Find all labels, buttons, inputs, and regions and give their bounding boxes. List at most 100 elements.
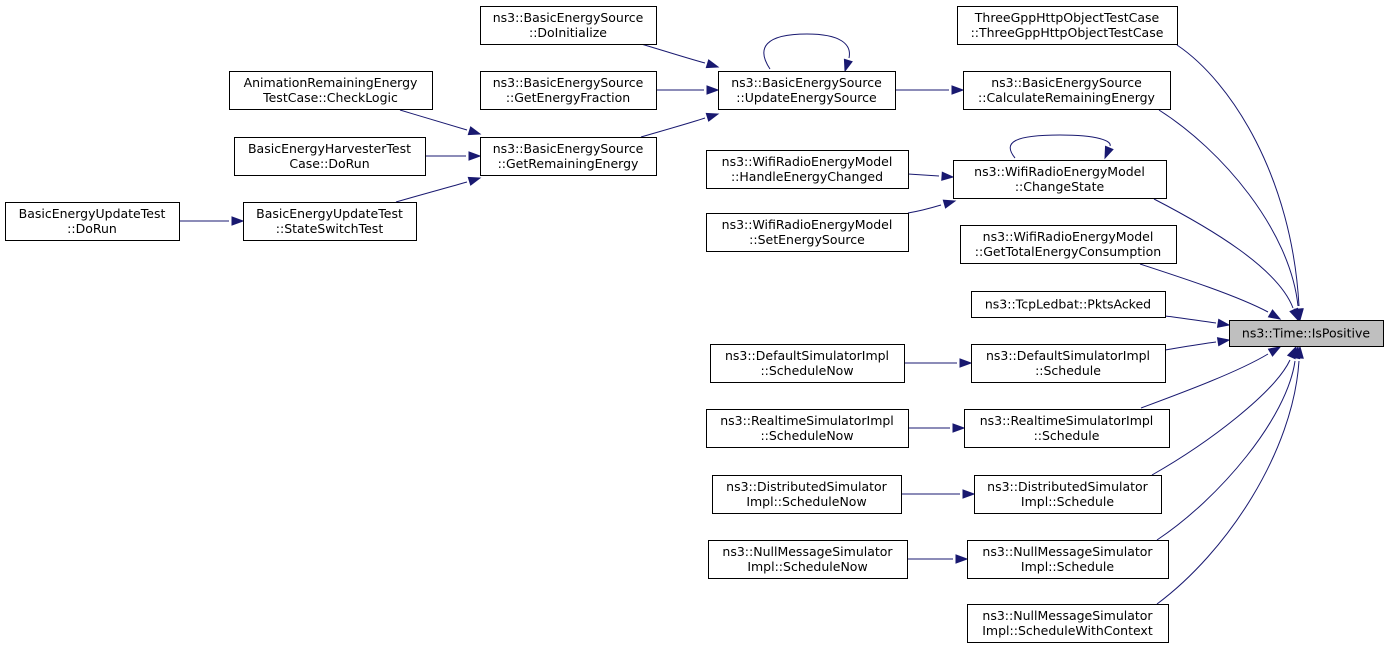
node-pkts-acked[interactable]: ns3::TcpLedbat::PktsAcked — [971, 291, 1166, 318]
node-label-line: ::SetEnergySource — [749, 232, 865, 247]
node-box — [5, 202, 180, 241]
edge-arrowhead — [955, 554, 969, 564]
node-label-line: ns3::DefaultSimulatorImpl — [986, 348, 1150, 363]
node-label-line: ::DoInitialize — [529, 25, 607, 40]
node-box — [480, 71, 657, 110]
edge-arrowhead — [962, 489, 976, 499]
node-box — [963, 71, 1171, 110]
node-label-line: ::CalculateRemainingEnergy — [978, 90, 1156, 105]
node-label-line: ns3::BasicEnergySource — [493, 75, 644, 90]
node-handle-changed[interactable]: ns3::WifiRadioEnergyModel::HandleEnergyC… — [706, 150, 909, 189]
node-label-line: ns3::TcpLedbat::PktsAcked — [985, 297, 1151, 312]
edge-arrowhead — [468, 151, 482, 161]
node-box — [964, 409, 1170, 448]
edge-get_remaining-to-update_source — [640, 112, 720, 138]
nodes-layer: ns3::Time::IsPositive ThreeGppHttpObjectT… — [5, 6, 1384, 643]
edge-distributed_now-to-distributed_schedule — [901, 489, 976, 499]
edge-arrowhead — [1216, 337, 1231, 347]
node-box — [243, 202, 417, 241]
node-box — [706, 150, 909, 189]
node-set-source[interactable]: ns3::WifiRadioEnergyModel::SetEnergySour… — [706, 213, 909, 252]
edge-change_state-to-change_state — [1009, 134, 1114, 160]
node-label-line: ns3::NullMessageSimulator — [982, 544, 1153, 559]
node-label-line: ns3::RealtimeSimulatorImpl — [720, 413, 894, 428]
edge-realtime_now-to-realtime_schedule — [908, 423, 966, 433]
node-label-line: BasicEnergyHarvesterTest — [248, 141, 411, 156]
edge-line — [395, 181, 468, 203]
node-is-positive[interactable]: ns3::Time::IsPositive — [1229, 320, 1384, 347]
node-box — [974, 475, 1162, 514]
node-label-line: TestCase::CheckLogic — [262, 90, 398, 105]
node-label-line: Case::DoRun — [289, 156, 369, 171]
edge-pkts_acked-to-is_positive — [1164, 315, 1231, 328]
node-label-line: ns3::WifiRadioEnergyModel — [974, 164, 1145, 179]
edge-arrowhead — [1294, 345, 1304, 359]
node-label-line: ns3::DistributedSimulator — [987, 479, 1149, 494]
node-box — [971, 344, 1166, 383]
edge-line — [1156, 360, 1296, 541]
node-label-line: ::Schedule — [1035, 363, 1101, 378]
node-box — [957, 6, 1178, 45]
edge-arrowhead — [959, 358, 973, 368]
edge-line — [1156, 360, 1300, 605]
edge-arrowhead — [467, 126, 482, 136]
node-get-fraction[interactable]: ns3::BasicEnergySource::GetEnergyFractio… — [480, 71, 657, 110]
node-box — [1229, 320, 1384, 347]
node-label-line: ns3::RealtimeSimulatorImpl — [980, 413, 1154, 428]
edge-arrowhead — [1216, 318, 1231, 328]
node-label-line: ns3::WifiRadioEnergyModel — [722, 217, 893, 232]
edge-line — [1140, 353, 1269, 409]
edge-nullmsg_schedule-to-is_positive — [1156, 345, 1301, 541]
node-get-remaining[interactable]: ns3::BasicEnergySource::GetRemainingEner… — [480, 137, 657, 176]
node-realtime-schedule[interactable]: ns3::RealtimeSimulatorImpl::Schedule — [964, 409, 1170, 448]
node-box — [480, 137, 657, 176]
node-label-line: ::ScheduleNow — [760, 363, 853, 378]
edge-arrowhead — [706, 85, 720, 95]
node-label-line: ns3::WifiRadioEnergyModel — [722, 154, 893, 169]
node-box — [953, 160, 1167, 199]
node-state-switch[interactable]: BasicEnergyUpdateTest::StateSwitchTest — [243, 202, 417, 241]
node-label-line: ::Schedule — [1034, 428, 1100, 443]
edge-get_fraction-to-update_source — [656, 85, 720, 95]
edge-arrowhead — [1267, 346, 1282, 357]
node-box — [234, 137, 426, 176]
edge-arrowhead — [951, 85, 965, 95]
node-box — [712, 475, 902, 514]
node-default-schedule[interactable]: ns3::DefaultSimulatorImpl::Schedule — [971, 344, 1166, 383]
node-update-source[interactable]: ns3::BasicEnergySource::UpdateEnergySour… — [718, 71, 896, 110]
node-label-line: ns3::NullMessageSimulator — [722, 544, 893, 559]
node-change-state[interactable]: ns3::WifiRadioEnergyModel::ChangeState — [953, 160, 1167, 199]
edge-update_source-to-update_source — [763, 33, 853, 73]
node-label-line: ns3::DefaultSimulatorImpl — [725, 348, 889, 363]
node-realtime-now[interactable]: ns3::RealtimeSimulatorImpl::ScheduleNow — [706, 409, 909, 448]
node-nullmsg-now[interactable]: ns3::NullMessageSimulatorImpl::ScheduleN… — [708, 540, 908, 579]
node-label-line: ::ScheduleNow — [760, 428, 853, 443]
node-anim-check[interactable]: AnimationRemainingEnergyTestCase::CheckL… — [229, 71, 433, 110]
edge-nullmsg_now-to-nullmsg_schedule — [907, 554, 969, 564]
node-threegpp-ctor[interactable]: ThreeGppHttpObjectTestCase::ThreeGppHttp… — [957, 6, 1178, 45]
node-label-line: Impl::ScheduleNow — [746, 494, 866, 509]
node-label-line: ::ThreeGppHttpObjectTestCase — [971, 25, 1164, 40]
edge-harvester_run-to-get_remaining — [425, 151, 482, 161]
node-nullmsg-context[interactable]: ns3::NullMessageSimulatorImpl::ScheduleW… — [967, 604, 1169, 643]
edge-change_state-to-is_positive — [1153, 198, 1299, 322]
node-do-initialize[interactable]: ns3::BasicEnergySource::DoInitialize — [480, 6, 657, 45]
node-label-line: ::StateSwitchTest — [276, 221, 384, 236]
node-default-now[interactable]: ns3::DefaultSimulatorImpl::ScheduleNow — [710, 344, 905, 383]
node-distributed-now[interactable]: ns3::DistributedSimulatorImpl::ScheduleN… — [712, 475, 902, 514]
node-total-consumption[interactable]: ns3::WifiRadioEnergyModel::GetTotalEnerg… — [960, 225, 1177, 264]
edge-line — [1139, 263, 1269, 313]
node-box — [708, 540, 908, 579]
node-label-line: ::ChangeState — [1015, 179, 1105, 194]
node-calc-remaining[interactable]: ns3::BasicEnergySource::CalculateRemaini… — [963, 71, 1171, 110]
edge-arrowhead — [705, 112, 720, 122]
node-label-line: BasicEnergyUpdateTest — [19, 206, 166, 221]
node-update-test-run[interactable]: BasicEnergyUpdateTest::DoRun — [5, 202, 180, 241]
edge-realtime_schedule-to-is_positive — [1140, 346, 1282, 409]
edge-line — [1151, 359, 1291, 476]
edges-layer — [179, 33, 1304, 605]
node-label-line: Impl::Schedule — [1021, 494, 1114, 509]
